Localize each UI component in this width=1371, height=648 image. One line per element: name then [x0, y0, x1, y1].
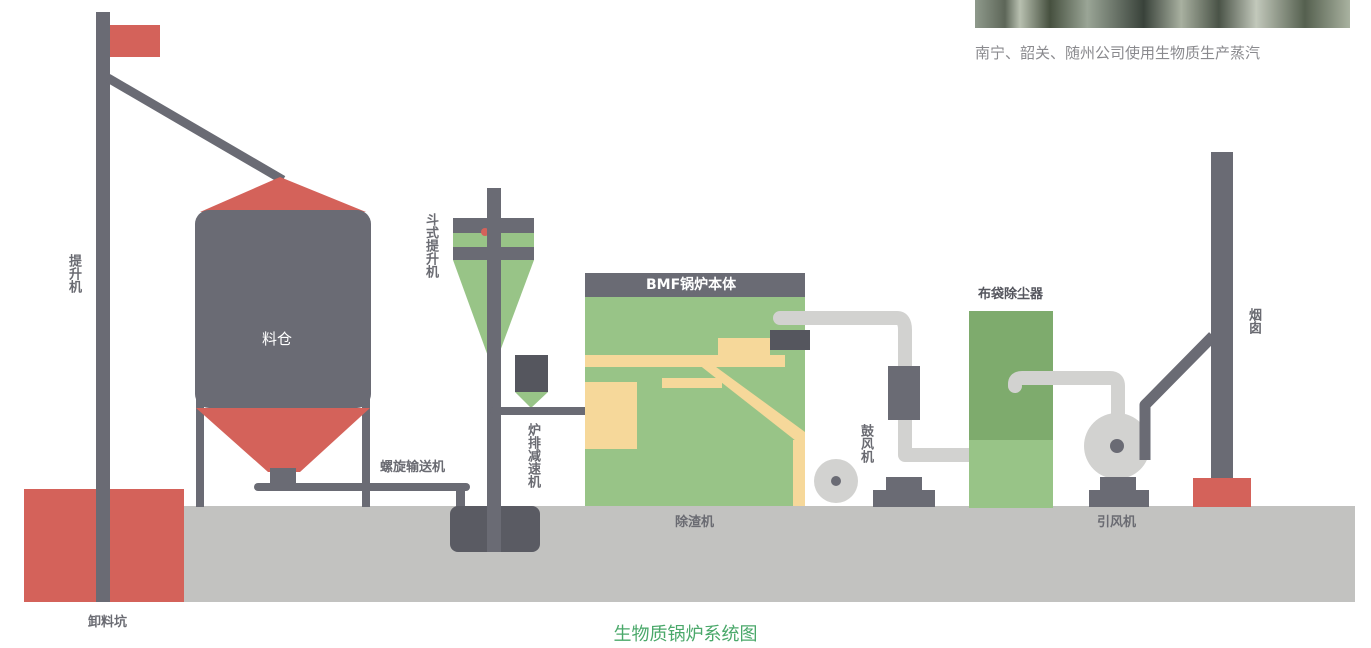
- chimney-base: [1193, 478, 1251, 507]
- screw-conveyor-drop: [456, 487, 465, 512]
- boiler-sand-block: [718, 338, 770, 364]
- elevator-pole: [96, 12, 110, 602]
- label-bucket-elevator: 斗式提升机: [423, 213, 438, 278]
- fan-pipe: [1008, 371, 1125, 432]
- blower-stand-top: [886, 477, 922, 491]
- reducer-cone: [515, 392, 548, 408]
- fan-duct: [1139, 332, 1217, 460]
- label-furnace-reducer: 炉排减速机: [525, 423, 540, 488]
- diagram-title: 生物质锅炉系统图: [613, 624, 758, 645]
- label-bag-filter: 布袋除尘器: [978, 287, 1044, 302]
- photo-strip: [975, 0, 1350, 28]
- boiler-sand-left: [585, 382, 637, 449]
- fan-stand-base: [1089, 490, 1149, 507]
- reducer-box: [515, 355, 548, 392]
- silo-legs-left: [196, 395, 204, 507]
- boiler-sand-drop: [793, 440, 805, 506]
- label-elevator: 提升机: [66, 254, 81, 293]
- silo-outlet: [270, 468, 296, 484]
- label-chimney: 烟囱: [1246, 308, 1261, 334]
- silo-legs-right: [362, 395, 370, 507]
- label-boiler: BMF锅炉本体: [646, 277, 737, 293]
- label-silo: 料仓: [262, 330, 293, 348]
- fan-stand-top: [1100, 477, 1136, 491]
- blower-pipe: [773, 311, 1022, 462]
- label-slag-remover: 除渣机: [675, 515, 715, 530]
- blower-motor: [888, 366, 920, 420]
- silo-body: [195, 210, 371, 408]
- boiler-sand-arm: [662, 378, 722, 388]
- silo-hopper: [196, 408, 370, 472]
- photo-caption: 南宁、韶关、随州公司使用生物质生产蒸汽: [975, 44, 1261, 62]
- boiler-header: [585, 273, 805, 297]
- boiler-sand-slope: [698, 364, 805, 448]
- boiler-nozzle: [770, 330, 810, 350]
- ground: [183, 506, 1355, 602]
- blower-stand-base: [873, 490, 935, 507]
- label-screw-conveyor: 螺旋输送机: [380, 460, 446, 475]
- chimney-stack: [1211, 152, 1233, 480]
- slag-wheel-hub: [831, 476, 841, 486]
- label-blower: 鼓风机: [858, 424, 873, 463]
- silo-roof: [200, 177, 366, 212]
- label-unloading-pit: 卸料坑: [88, 615, 128, 630]
- elevator-flag: [110, 25, 160, 57]
- elevator-chute: [105, 74, 286, 184]
- induced-fan-hub: [1110, 439, 1124, 453]
- bucket-elevator-shaft: [487, 188, 501, 552]
- label-induced-fan: 引风机: [1097, 515, 1137, 530]
